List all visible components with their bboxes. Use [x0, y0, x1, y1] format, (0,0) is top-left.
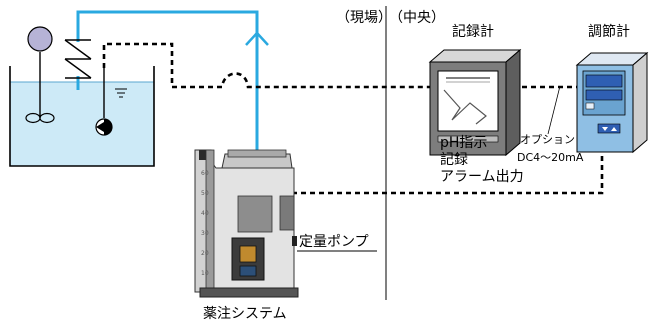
recorder	[428, 48, 522, 157]
agitator	[25, 26, 55, 124]
ph-sensor	[95, 68, 127, 136]
process-tank	[9, 66, 155, 167]
tank-scale-mark: 10	[201, 270, 209, 277]
down-arrow-key-icon	[602, 127, 608, 131]
sensor-signal-line	[102, 42, 430, 89]
function-label: 記録	[440, 151, 468, 168]
function-label: アラーム出力	[440, 169, 524, 185]
recorder-chart-window	[437, 70, 499, 132]
center-label: （中央）	[389, 10, 445, 26]
pipe-flow-arrow	[245, 31, 269, 46]
controller	[575, 51, 649, 154]
pump-label: 定量ポンプ	[299, 234, 369, 250]
controller-label: 調節計	[588, 23, 630, 40]
system-label: 薬注システム	[203, 306, 287, 322]
tank-scale-mark: 40	[201, 210, 209, 217]
check-valve	[64, 39, 92, 79]
option-label: オプション	[520, 133, 575, 146]
tank-scale-mark: 60	[201, 170, 209, 177]
signal-label: DC4～20mA	[517, 151, 584, 164]
tank-scale-mark: 20	[201, 250, 209, 257]
controller-display	[585, 74, 623, 88]
function-label: pH指示	[440, 135, 487, 151]
up-arrow-key-icon	[611, 127, 617, 131]
pump-control-line	[292, 140, 604, 195]
dosing-system	[194, 149, 299, 298]
recorder-label: 記録計	[452, 23, 494, 40]
option-leader-line	[547, 85, 561, 135]
tank-scale-mark: 50	[201, 190, 209, 197]
tank-scale-mark: 30	[201, 230, 209, 237]
site-label: （現場）	[336, 10, 392, 26]
